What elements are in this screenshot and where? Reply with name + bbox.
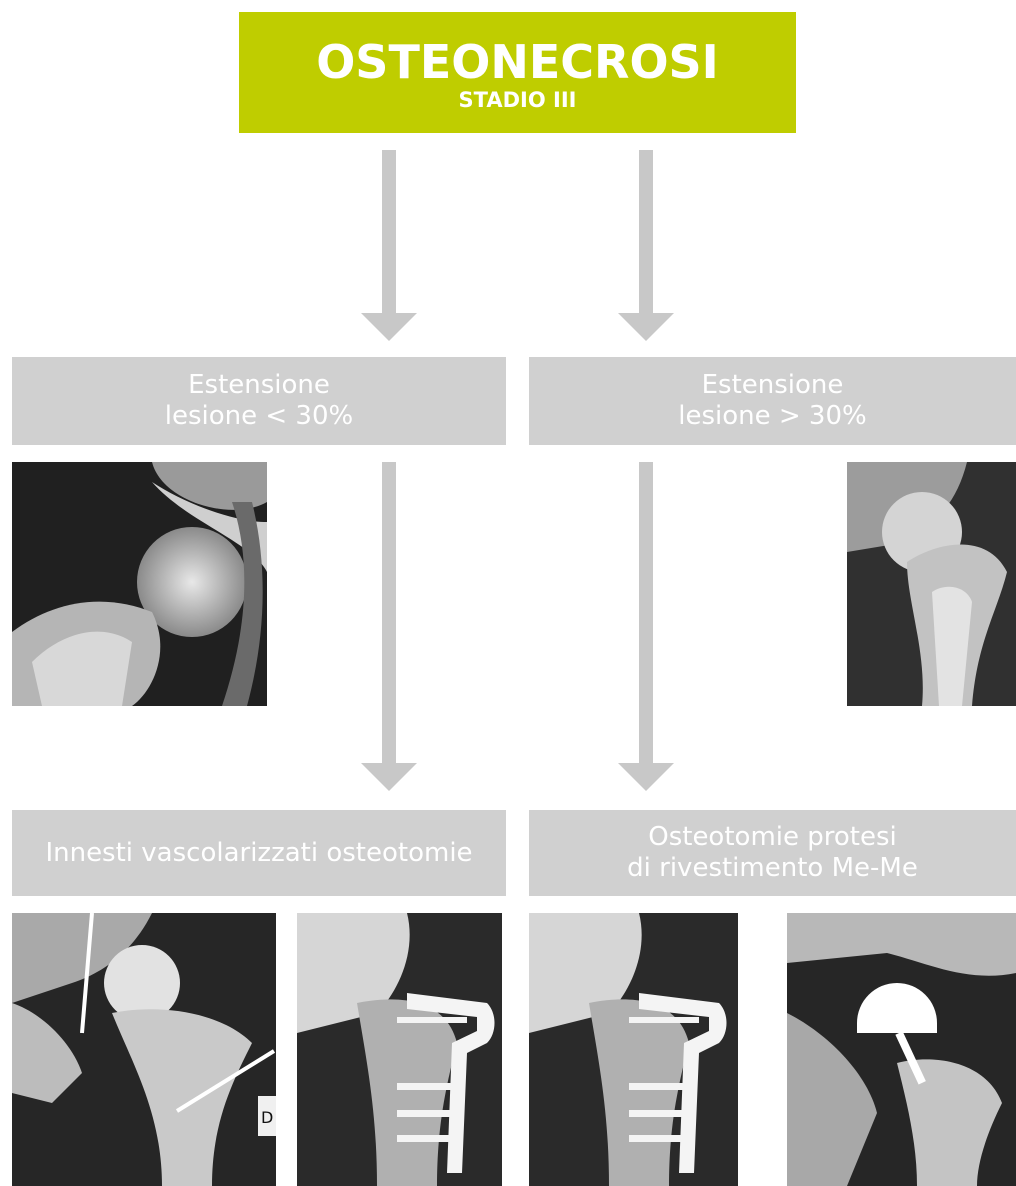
- xray-femur-large-lesion: [847, 462, 1016, 706]
- xray-resurfacing-prosthesis: [787, 913, 1016, 1186]
- arrow-right-top-head: [618, 313, 674, 341]
- condition-left-line1: Estensione: [188, 370, 330, 401]
- condition-right-line1: Estensione: [702, 370, 844, 401]
- treatment-right-line1: Osteotomie protesi: [648, 822, 897, 853]
- arrow-right-top: [639, 150, 653, 314]
- xray-side-marker: D: [261, 1108, 273, 1127]
- arrow-right-bottom-head: [618, 763, 674, 791]
- xray-vascular-graft: D: [12, 913, 276, 1186]
- arrow-left-top-head: [361, 313, 417, 341]
- arrow-left-bottom-head: [361, 763, 417, 791]
- condition-left-line2: lesione < 30%: [165, 401, 353, 432]
- treatment-right-line2: di rivestimento Me-Me: [627, 853, 918, 884]
- condition-box-left: Estensione lesione < 30%: [12, 357, 506, 445]
- xray-hip-small-lesion: [12, 462, 267, 706]
- arrow-right-bottom: [639, 462, 653, 764]
- treatment-box-left: Innesti vascolarizzati osteotomie: [12, 810, 506, 896]
- arrow-left-top: [382, 150, 396, 314]
- diagram-subtitle: STADIO III: [239, 88, 796, 112]
- diagram-title: OSTEONECROSI: [239, 36, 796, 88]
- condition-box-right: Estensione lesione > 30%: [529, 357, 1016, 445]
- title-box: OSTEONECROSI STADIO III: [239, 12, 796, 133]
- treatment-box-right: Osteotomie protesi di rivestimento Me-Me: [529, 810, 1016, 896]
- treatment-left-label: Innesti vascolarizzati osteotomie: [45, 838, 472, 869]
- xray-osteotomy-plate-left: [297, 913, 502, 1186]
- arrow-left-bottom: [382, 462, 396, 764]
- xray-osteotomy-plate-right: [529, 913, 738, 1186]
- condition-right-line2: lesione > 30%: [678, 401, 866, 432]
